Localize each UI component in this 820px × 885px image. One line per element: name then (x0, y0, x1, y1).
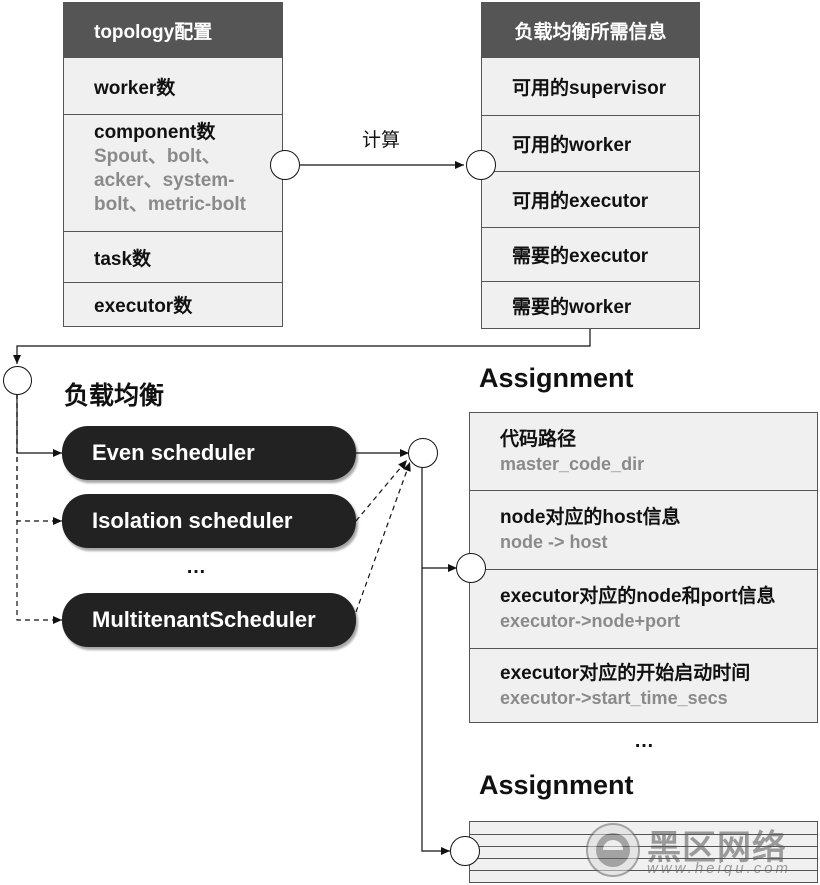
assignment2-line-1 (470, 834, 817, 835)
lb-row-executor-needed: 需要的executor (482, 227, 699, 281)
lb-title: 负载均衡 (64, 382, 165, 410)
topology-output-port (270, 150, 300, 180)
lb-info-header: 负载均衡所需信息 (482, 3, 699, 58)
component-detail-2: acker、system- (94, 170, 235, 191)
assignment-row-executor-node-port: executor对应的node和port信息 executor->node+po… (470, 569, 817, 648)
even-scheduler-pill: Even scheduler (62, 426, 356, 480)
assignment-table: 代码路径 master_code_dir node对应的host信息 node … (469, 412, 818, 723)
scheduler-dispatch-port (3, 366, 32, 395)
isolation-out-line (355, 459, 408, 522)
to-assignment2-line (421, 568, 450, 855)
isolation-scheduler-pill: Isolation scheduler (62, 494, 356, 548)
component-detail-1: Spout、bolt、 (94, 146, 221, 167)
watermark-url: www.heiqu.com (647, 860, 792, 877)
lb-row-executor-available: 可用的executor (482, 171, 699, 227)
watermark-logo-icon (586, 823, 640, 877)
lb-row-supervisor: 可用的supervisor (512, 78, 667, 99)
assignment2-line-2 (470, 846, 817, 847)
assignment-title: Assignment (479, 363, 634, 393)
assignment2-table (469, 821, 818, 883)
lb-info-input-port (466, 150, 496, 180)
to-assignment-line (421, 468, 457, 572)
assignment-ellipsis: … (634, 730, 654, 752)
to-multitenant-line (16, 394, 62, 624)
assignment-input-port (456, 553, 486, 583)
topology-config-table: topology配置 worker数 component数 Spout、bolt… (63, 2, 283, 327)
topology-row-component: component数 Spout、bolt、 acker、system- bol… (64, 114, 282, 231)
to-isolation-line (16, 394, 62, 525)
assignment2-line-4 (470, 870, 817, 871)
assignment2-line-3 (470, 858, 817, 859)
component-detail-3: bolt、metric-bolt (94, 194, 246, 215)
topology-row-executor: executor数 (64, 282, 282, 326)
topology-config-header: topology配置 (64, 3, 282, 58)
multitenant-out-line (355, 461, 411, 613)
calc-label: 计算 (362, 130, 401, 151)
scheduler-merge-port (408, 438, 438, 468)
assignment2-input-port (450, 836, 480, 866)
multitenant-scheduler-pill: MultitenantScheduler (62, 593, 356, 647)
assignment-row-code-dir: 代码路径 master_code_dir (500, 428, 645, 474)
lb-row-worker-needed: 需要的worker (482, 281, 699, 328)
watermark: 黑区网络 www.heiqu.com (585, 818, 817, 882)
assignment-row-node-host: node对应的host信息 node -> host (470, 490, 817, 569)
lb-row-worker: 可用的worker (482, 115, 699, 171)
scheduler-ellipsis: … (186, 556, 206, 578)
to-even-line (16, 394, 62, 457)
assignment2-title: Assignment (479, 770, 634, 800)
topology-row-task: task数 (64, 231, 282, 282)
lb-return-line (13, 329, 591, 364)
topology-row-worker: worker数 (94, 77, 176, 99)
lb-info-table: 负载均衡所需信息 可用的supervisor 可用的worker 可用的exec… (481, 2, 700, 329)
watermark-text: 黑区网络 (647, 829, 787, 867)
assignment-row-start-time: executor对应的开始启动时间 executor->start_time_s… (470, 648, 817, 722)
